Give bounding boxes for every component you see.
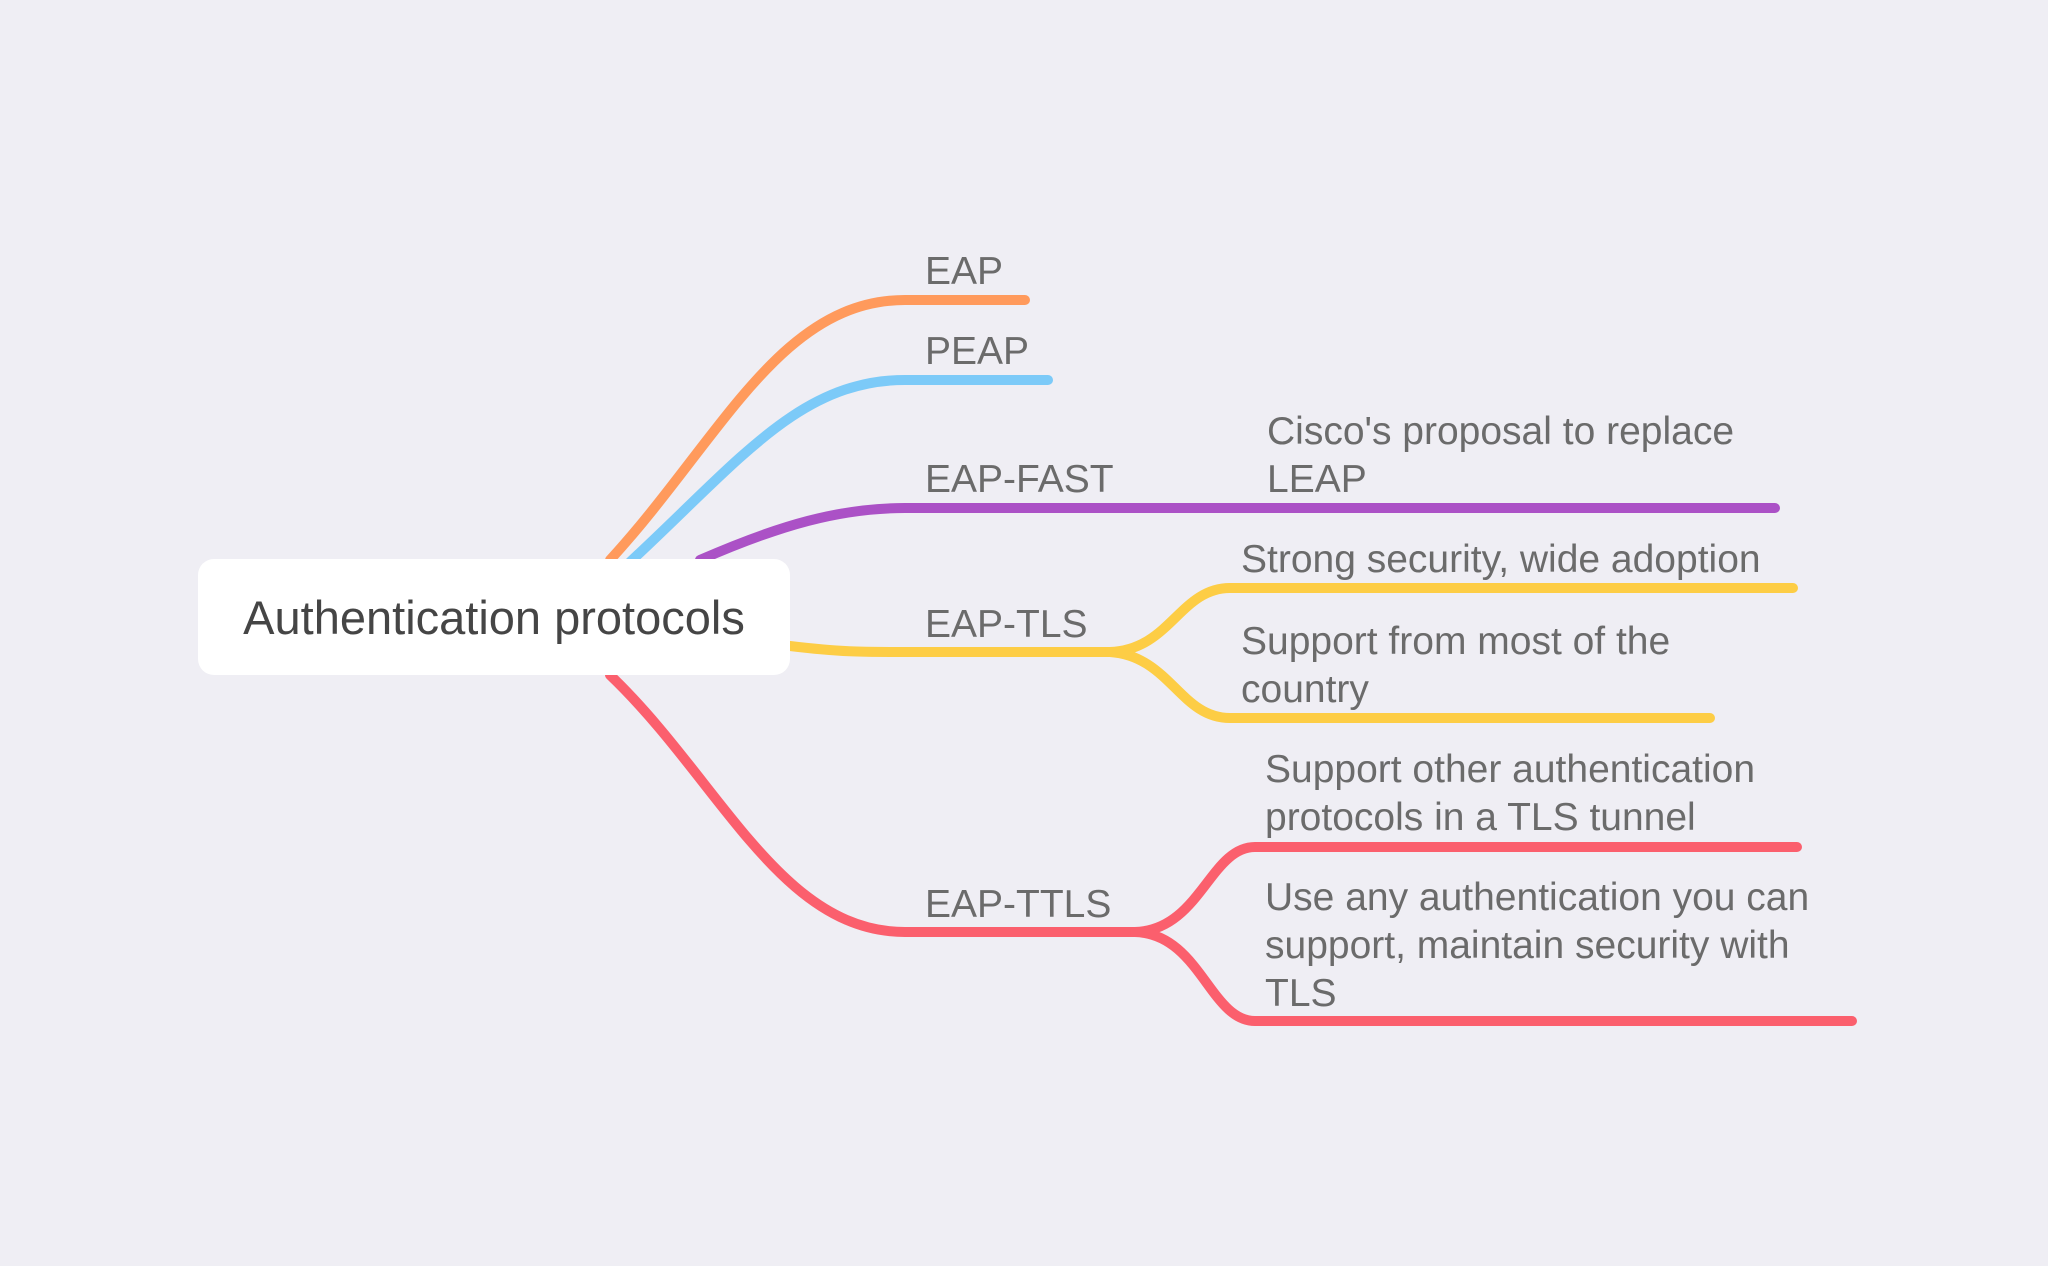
child-line-strong-security	[1105, 583, 1798, 657]
branch-line-peap	[625, 375, 1053, 567]
branch-eap-fast[interactable]: EAP-FAST	[925, 458, 1114, 501]
child-text-line: country	[1241, 668, 1369, 711]
child-any-authentication[interactable]: Use any authentication you can support, …	[1265, 874, 1809, 1018]
branch-eap[interactable]: EAP	[925, 250, 1004, 293]
branch-line-eap-tls	[785, 641, 1115, 657]
child-cisco-proposal[interactable]: Cisco's proposal to replace LEAP	[1267, 408, 1734, 504]
branch-line-eap-ttls	[605, 670, 1140, 937]
child-text-line: Cisco's proposal to replace	[1267, 410, 1735, 453]
child-text-line: TLS	[1265, 972, 1337, 1015]
child-line-support-country	[1105, 647, 1715, 723]
child-text-line: LEAP	[1267, 458, 1367, 501]
branch-eap-tls[interactable]: EAP-TLS	[925, 603, 1088, 646]
branch-line-eap-fast	[695, 503, 1780, 565]
root-topic[interactable]: Authentication protocols	[198, 559, 790, 675]
child-other-protocols[interactable]: Support other authentication protocols i…	[1265, 746, 1755, 842]
child-text-line: Support other authentication	[1265, 748, 1756, 791]
child-line-any-authentication	[1130, 927, 1857, 1026]
child-text-line: Strong security, wide adoption	[1241, 538, 1761, 581]
root-topic-label: Authentication protocols	[243, 590, 745, 644]
child-text-line: support, maintain security with	[1265, 924, 1790, 967]
child-text-line: protocols in a TLS tunnel	[1265, 796, 1696, 839]
branch-line-eap	[605, 295, 1030, 565]
child-support-country[interactable]: Support from most of the country	[1241, 618, 1670, 714]
child-text-line: Use any authentication you can	[1265, 876, 1810, 919]
branch-eap-ttls[interactable]: EAP-TTLS	[925, 883, 1112, 926]
child-line-other-protocols	[1130, 842, 1802, 937]
child-text-line: Support from most of the	[1241, 620, 1671, 663]
child-strong-security[interactable]: Strong security, wide adoption	[1241, 536, 1761, 584]
branch-peap[interactable]: PEAP	[925, 330, 1030, 373]
